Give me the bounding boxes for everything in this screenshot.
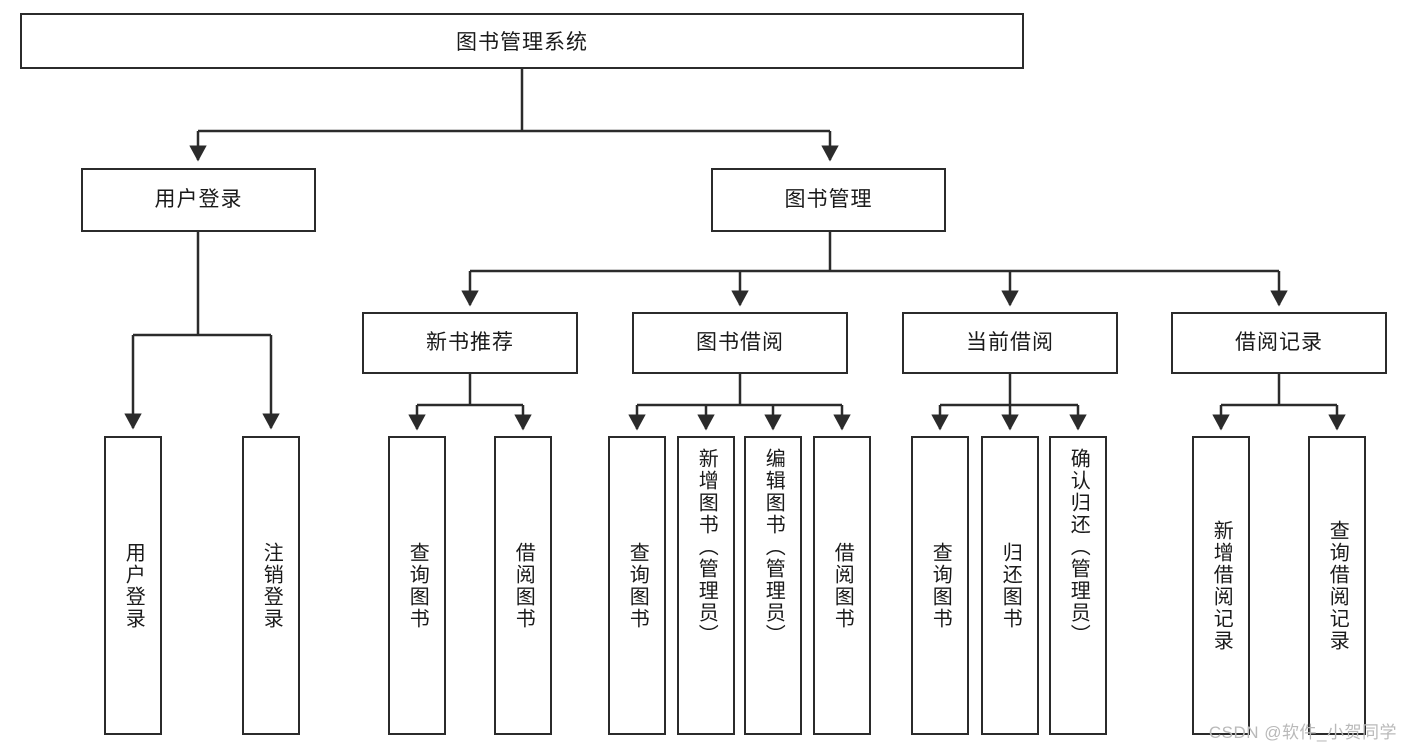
leaf-user-login[interactable]: 用户登录 — [104, 436, 162, 735]
node-root-label: 图书管理系统 — [456, 31, 588, 54]
node-current-borrow[interactable]: 当前借阅 — [902, 312, 1118, 374]
leaf-borrow-borrow-book[interactable]: 借阅图书 — [813, 436, 871, 735]
leaf-borrow-add-book-label: 新增图书（管理员） — [695, 448, 718, 646]
leaf-borrow-query-book[interactable]: 查询图书 — [608, 436, 666, 735]
node-book-borrow-label: 图书借阅 — [696, 331, 784, 355]
leaf-user-logout[interactable]: 注销登录 — [242, 436, 300, 735]
node-user-login[interactable]: 用户登录 — [81, 168, 316, 232]
leaf-current-confirm-return[interactable]: 确认归还（管理员） — [1049, 436, 1107, 735]
leaf-current-return-book-label: 归还图书 — [999, 541, 1022, 630]
node-book-management[interactable]: 图书管理 — [711, 168, 946, 232]
leaf-user-logout-label: 注销登录 — [260, 541, 283, 630]
node-current-borrow-label: 当前借阅 — [966, 331, 1054, 355]
node-new-book-recommend[interactable]: 新书推荐 — [362, 312, 578, 374]
leaf-current-confirm-return-label: 确认归还（管理员） — [1067, 448, 1090, 646]
leaf-newbook-borrow-book-label: 借阅图书 — [512, 541, 535, 630]
leaf-record-query-record-label: 查询借阅记录 — [1326, 519, 1349, 652]
node-new-book-recommend-label: 新书推荐 — [426, 331, 514, 355]
leaf-newbook-borrow-book[interactable]: 借阅图书 — [494, 436, 552, 735]
leaf-borrow-edit-book-label: 编辑图书（管理员） — [762, 448, 785, 646]
node-book-borrow[interactable]: 图书借阅 — [632, 312, 848, 374]
node-root[interactable]: 图书管理系统 — [20, 13, 1024, 69]
node-user-login-label: 用户登录 — [154, 188, 243, 212]
leaf-current-query-book[interactable]: 查询图书 — [911, 436, 969, 735]
leaf-current-return-book[interactable]: 归还图书 — [981, 436, 1039, 735]
leaf-newbook-query-book[interactable]: 查询图书 — [388, 436, 446, 735]
leaf-borrow-add-book[interactable]: 新增图书（管理员） — [677, 436, 735, 735]
leaf-borrow-query-book-label: 查询图书 — [626, 541, 649, 630]
leaf-borrow-borrow-book-label: 借阅图书 — [831, 541, 854, 630]
node-borrow-record-label: 借阅记录 — [1235, 331, 1323, 355]
leaf-borrow-edit-book[interactable]: 编辑图书（管理员） — [744, 436, 802, 735]
leaf-user-login-label: 用户登录 — [122, 541, 145, 630]
node-book-management-label: 图书管理 — [784, 188, 873, 212]
watermark: CSDN @软件_小贺同学 — [1208, 723, 1397, 742]
leaf-record-query-record[interactable]: 查询借阅记录 — [1308, 436, 1366, 735]
node-borrow-record[interactable]: 借阅记录 — [1171, 312, 1387, 374]
leaf-newbook-query-book-label: 查询图书 — [406, 541, 429, 630]
leaf-record-add-record-label: 新增借阅记录 — [1210, 519, 1233, 652]
leaf-current-query-book-label: 查询图书 — [929, 541, 952, 630]
leaf-record-add-record[interactable]: 新增借阅记录 — [1192, 436, 1250, 735]
